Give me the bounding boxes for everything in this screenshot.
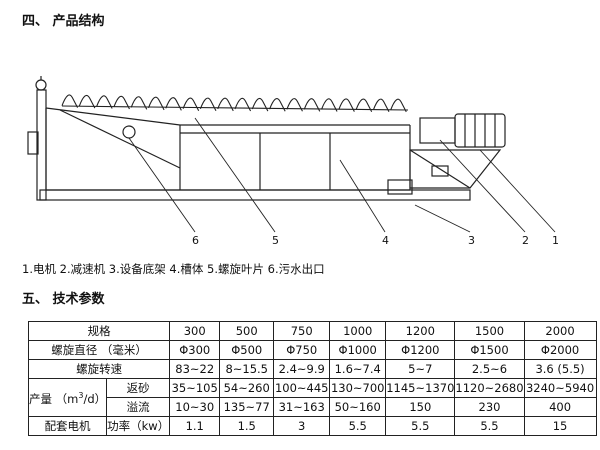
drive-post-box	[27, 131, 39, 155]
callout-1: 1	[552, 234, 559, 247]
spiral-blade	[165, 97, 182, 111]
callout-3: 3	[468, 234, 475, 247]
trough-top	[45, 107, 181, 126]
spiral-classifier-diagram: 6 5 4 3 2 1	[27, 76, 559, 247]
spiral-shaft	[61, 105, 409, 111]
callout-5: 5	[272, 234, 279, 247]
spec-row-speed: 螺旋转速 83~22 8~15.5 2.4~9.9 1.6~7.4 5~7 2.…	[27, 359, 597, 379]
spiral-blade	[286, 98, 303, 112]
base-frame	[39, 189, 471, 201]
spiral-blade	[234, 97, 252, 112]
motor	[454, 113, 506, 148]
spec-table: 规格 300 500 750 1000 1200 1500 2000 螺旋直径 …	[27, 321, 597, 436]
sewage-outlet	[122, 125, 136, 139]
spec-row-motor: 配套电机 功率（kw） 1.1 1.5 3 5.5 5.5 5.5 15	[27, 416, 597, 436]
spiral-blade	[113, 95, 130, 110]
spec-row-model: 规格 300 500 750 1000 1200 1500 2000	[27, 321, 597, 341]
spiral-blades	[61, 94, 409, 113]
spiral-blade	[269, 98, 286, 112]
spiral-blade	[320, 98, 338, 112]
label-power: 功率（kw）	[106, 416, 171, 436]
parts-legend: 1.电机 2.减速机 3.设备底架 4.槽体 5.螺旋叶片 6.污水出口	[22, 262, 325, 276]
foot-block	[387, 179, 413, 195]
handwheel-icon	[35, 79, 47, 91]
spiral-blade	[130, 96, 148, 110]
spiral-blade	[355, 98, 373, 112]
section-5-heading: 五、 技术参数	[22, 292, 105, 307]
spec-row-sand: 产量 （m3/d） 返砂 35~105 54~260 100~445 130~7…	[27, 378, 597, 417]
label-speed: 螺旋转速	[27, 359, 171, 379]
spiral-blade	[251, 97, 269, 112]
spiral-blade	[199, 97, 217, 112]
spiral-blade	[182, 97, 200, 111]
label-diameter: 螺旋直径 （毫米）	[27, 340, 171, 360]
spiral-blade	[61, 94, 79, 108]
callout-4: 4	[382, 234, 389, 247]
label-motor: 配套电机	[27, 416, 108, 436]
spiral-blade	[372, 98, 390, 113]
spiral-blade	[96, 95, 113, 109]
callout-2: 2	[522, 234, 529, 247]
spiral-blade	[217, 97, 234, 112]
spiral-blade	[338, 98, 355, 112]
spec-row-overflow: 溢流 10~30 135~77 31~163 50~160 150 230 40…	[29, 397, 597, 417]
reducer	[419, 117, 456, 144]
spiral-blade	[390, 98, 407, 113]
spec-row-diameter: 螺旋直径 （毫米） Φ300 Φ500 Φ750 Φ1000 Φ1200 Φ15…	[27, 340, 597, 360]
label-overflow: 溢流	[106, 397, 171, 417]
spiral-blade	[303, 98, 321, 112]
label-sand: 返砂	[106, 378, 171, 398]
label-model: 规格	[27, 321, 171, 341]
spiral-blade	[78, 94, 96, 109]
spiral-blade	[147, 96, 165, 111]
section-4-heading: 四、 产品结构	[22, 14, 105, 29]
callout-6: 6	[192, 234, 199, 247]
label-capacity: 产量 （m3/d）	[27, 378, 108, 417]
